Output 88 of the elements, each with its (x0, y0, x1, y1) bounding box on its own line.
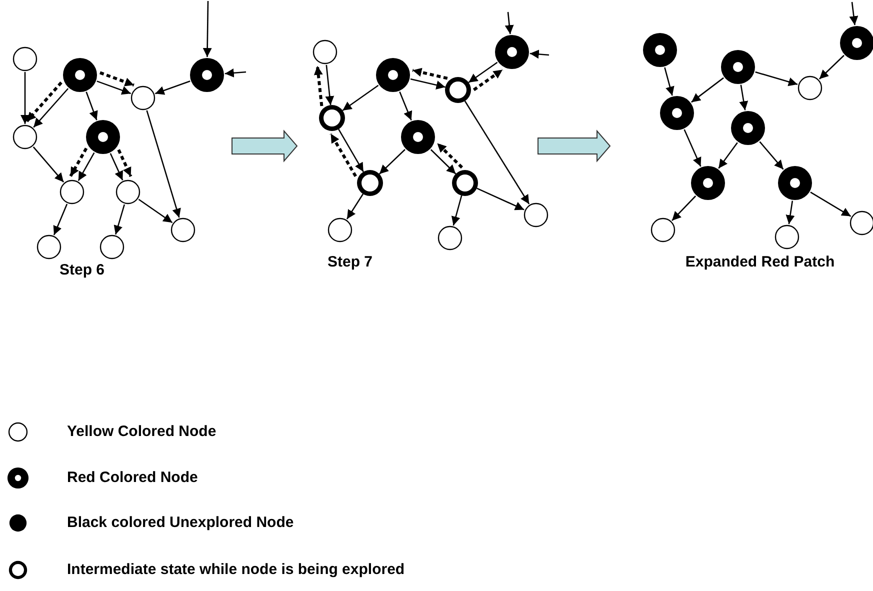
arrow (451, 195, 462, 226)
arrow (818, 54, 844, 80)
donut-node (86, 120, 120, 154)
dashed-arrow (412, 68, 448, 80)
arrow (86, 92, 98, 120)
dashed-arrow (314, 66, 324, 106)
arrow (755, 71, 798, 86)
arrow (78, 152, 95, 182)
dashed-arrow (99, 71, 134, 86)
arrow (378, 149, 406, 174)
hollow-circle-node (328, 218, 352, 242)
donut-node (495, 35, 529, 69)
arrow (96, 80, 132, 95)
hollow-circle-node (100, 234, 124, 260)
hollow-circle-node (312, 40, 338, 64)
donut-node (691, 166, 725, 200)
arrow (468, 62, 498, 84)
dashed-arrow (436, 142, 464, 169)
arrow (530, 50, 550, 59)
arrow (32, 146, 64, 183)
thick-ring-node (357, 170, 383, 196)
hollow-circle-node (36, 234, 62, 260)
legend-label: Black colored Unexplored Node (67, 514, 294, 531)
donut-node (401, 120, 435, 154)
arrow (691, 77, 724, 103)
donut-node (840, 26, 873, 60)
arrow (224, 68, 246, 78)
donut-node (376, 58, 410, 92)
legend-label: Intermediate state while node is being explored (67, 561, 405, 578)
hollow-circle-node (438, 226, 462, 250)
arrow (786, 200, 795, 224)
hollow-circle-node (798, 76, 822, 100)
hollow-circle-node (12, 124, 38, 150)
arrow (476, 188, 524, 210)
step-caption: Expanded Red Patch (685, 254, 835, 270)
arrow (810, 192, 852, 217)
arrow (325, 64, 334, 106)
arrow (202, 1, 212, 57)
arrow (138, 198, 173, 224)
arrow (114, 204, 126, 235)
arrow (346, 194, 364, 220)
arrow (110, 153, 124, 180)
dashed-arrow (330, 133, 357, 178)
arrow (759, 141, 784, 170)
thick-ring-node (452, 170, 478, 196)
hollow-circle-node (650, 218, 676, 242)
hollow-circle-node (60, 180, 84, 204)
arrow (664, 67, 674, 96)
donut-node (778, 166, 812, 200)
thick-ring-node (319, 105, 345, 131)
arrow (146, 110, 181, 218)
arrow (430, 149, 456, 174)
arrow (684, 129, 702, 167)
arrow (504, 12, 514, 34)
hollow-circle-node (170, 218, 196, 242)
donut-node (731, 111, 765, 145)
arrow (739, 84, 748, 110)
arrow (410, 78, 446, 90)
arrow (154, 80, 190, 95)
donut-node (63, 58, 97, 92)
dashed-arrow (69, 148, 88, 178)
dashed-arrow (26, 82, 62, 122)
hollow-circle-node (130, 86, 156, 110)
dashed-arrow (117, 149, 132, 178)
donut-node (643, 33, 677, 67)
donut-node (190, 58, 224, 92)
step-caption: Step 7 (328, 254, 372, 270)
arrow (464, 100, 530, 204)
legend-label: Red Colored Node (67, 469, 198, 486)
step-caption: Step 6 (60, 262, 104, 278)
arrow (338, 128, 364, 172)
dashed-arrow (472, 68, 504, 92)
legend-label: Yellow Colored Node (67, 423, 216, 440)
hollow-circle-node (12, 46, 38, 72)
hollow-circle-node (774, 224, 800, 250)
donut-node (660, 96, 694, 130)
arrow (849, 2, 858, 26)
donut-node (721, 50, 755, 84)
arrow (33, 88, 69, 128)
hollow-circle-node (116, 180, 140, 204)
thick-ring-node (445, 77, 471, 103)
arrow (718, 142, 738, 169)
arrow (342, 84, 379, 112)
hollow-circle-node (524, 202, 548, 228)
arrow (53, 204, 68, 236)
arrow (399, 91, 412, 121)
arrow (20, 72, 30, 124)
arrow (672, 196, 696, 222)
